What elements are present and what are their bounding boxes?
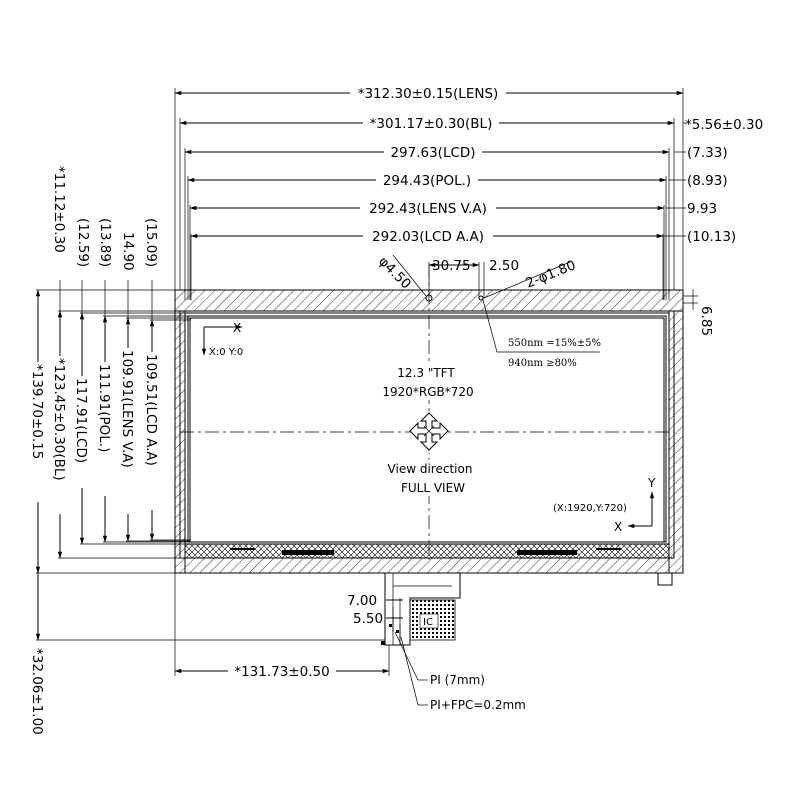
- dim-lcd-aa-offset: (15.09): [143, 218, 159, 267]
- left-dimensions: *139.70±0.15 *123.45±0.30(BL) 117.91(LCD…: [29, 166, 385, 760]
- pi-note: PI (7mm): [430, 673, 485, 687]
- dim-pol-width: 294.43(POL.): [383, 173, 471, 189]
- dim-pol-height: 111.91(POL.): [96, 364, 112, 452]
- display-resolution: 1920*RGB*720: [382, 385, 473, 399]
- dim-lcd-width: 297.63(LCD): [390, 145, 475, 161]
- dim-fpc-offset: *131.73±0.50: [234, 664, 329, 680]
- origin-coordinate: X:0 Y:0: [209, 347, 243, 358]
- dim-fpc-length: *32.06±1.00: [29, 648, 45, 735]
- dim-bl-height: *123.45±0.30(BL): [51, 358, 67, 481]
- dim-fpc-7: 7.00: [347, 593, 377, 609]
- end-coordinate: (X:1920,Y:720): [553, 503, 627, 514]
- top-dimensions: *312.30±0.15(LENS) *301.17±0.30(BL) 297.…: [174, 84, 686, 300]
- filter-note: 550nm =15%±5% 940nm ≥80%: [482, 299, 601, 369]
- dim-lens-va-width: 292.43(LENS V.A): [369, 201, 487, 217]
- hole-diameter-left: φ4.50: [375, 254, 414, 293]
- dim-lens-va-height: 109.91(LENS V.A): [119, 350, 135, 468]
- filter-note-940: 940nm ≥80%: [508, 358, 577, 369]
- view-direction-label: View direction: [388, 462, 473, 476]
- dim-lens-va-offset: 14.90: [120, 232, 136, 271]
- dim-pol-offset: (13.89): [97, 218, 113, 267]
- hole-offset-a: 30.75: [432, 258, 471, 274]
- dim-lens-width: *312.30±0.15(LENS): [358, 86, 499, 102]
- coordinate-end: Y X (X:1920,Y:720): [553, 476, 656, 534]
- right-dimensions: *5.56±0.30 (7.33) (8.93) 9.93 (10.13) 6.…: [683, 117, 763, 336]
- dim-right-5: (10.13): [687, 229, 736, 245]
- dim-lcd-aa-width: 292.03(LCD A.A): [372, 229, 484, 245]
- dim-right-2: (7.33): [687, 145, 728, 161]
- x-axis-label-origin: X: [233, 321, 241, 335]
- dim-right-6: 6.85: [698, 306, 714, 336]
- dim-top-offset: *11.12±0.30: [51, 166, 67, 253]
- y-axis-label: Y: [647, 476, 656, 490]
- dim-lcd-aa-height: 109.51(LCD A.A): [143, 354, 159, 466]
- display-info: 12.3 "TFT 1920*RGB*720 View direction FU…: [378, 364, 475, 496]
- hole-offset-b: 2.50: [489, 258, 519, 274]
- display-size: 12.3 "TFT: [397, 366, 455, 380]
- view-direction-icon: [409, 411, 449, 453]
- ic-label: IC: [423, 617, 433, 628]
- dim-right-1: *5.56±0.30: [685, 117, 763, 133]
- filter-note-550: 550nm =15%±5%: [508, 338, 601, 349]
- dim-right-3: (8.93): [687, 173, 728, 189]
- hole-diameter-right: 2-φ1.80: [524, 257, 579, 291]
- x-axis-label-end: X: [614, 520, 622, 534]
- pi-fpc-note: PI+FPC=0.2mm: [430, 698, 526, 712]
- dim-right-4: 9.93: [687, 201, 717, 217]
- dim-total-height: *139.70±0.15: [29, 364, 45, 459]
- coordinate-origin: X X:0 Y:0: [201, 321, 243, 358]
- dim-bl-width: *301.17±0.30(BL): [370, 116, 493, 132]
- fpc-assembly: IC 7.00 5.50 PI (7mm) PI+FPC=0.2mm *131.…: [174, 573, 526, 712]
- dim-fpc-5-5: 5.50: [353, 611, 383, 627]
- dim-lcd-offset: (12.59): [75, 218, 91, 267]
- view-mode-label: FULL VIEW: [401, 481, 465, 495]
- dim-lcd-height: 117.91(LCD): [73, 378, 89, 463]
